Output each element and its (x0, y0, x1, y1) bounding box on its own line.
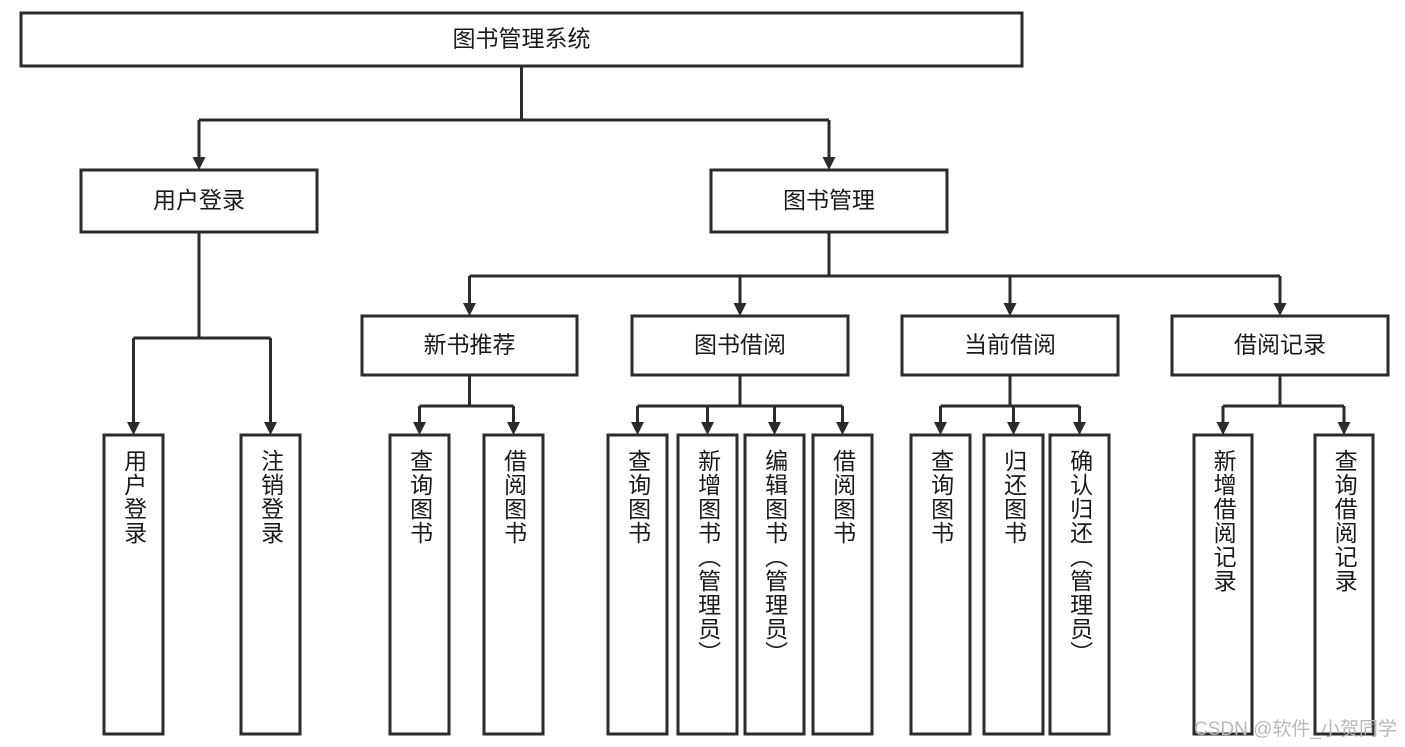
arrow-head-icon (507, 422, 520, 435)
node-leaf-return-book[interactable] (982, 433, 1045, 736)
arrow-head-icon (1216, 422, 1230, 435)
node-n-book-mgmt[interactable] (709, 168, 949, 234)
node-label-n-user-login: 用户登录 (153, 187, 245, 213)
node-label-n-book-mgmt: 图书管理 (783, 187, 875, 213)
node-leaf-query-record[interactable] (1313, 433, 1375, 736)
arrow-head-icon (733, 303, 747, 316)
arrow-head-icon (1003, 303, 1017, 316)
arrow-head-icon (1337, 422, 1351, 435)
node-label-n-borrow-record: 借阅记录 (1234, 332, 1326, 358)
node-n-current-borrow[interactable] (900, 314, 1120, 377)
watermark-text: CSDN @软件_小贺同学 (1194, 719, 1397, 740)
arrow-head-icon (768, 422, 781, 435)
node-root[interactable] (19, 11, 1024, 68)
arrow-head-icon (463, 303, 476, 316)
arrow-head-icon (1073, 422, 1086, 435)
node-leaf-borrow-book-2[interactable] (811, 433, 874, 736)
node-n-new-book-rec[interactable] (360, 314, 579, 377)
node-label-n-new-book-rec: 新书推荐 (424, 332, 516, 358)
node-label-root: 图书管理系统 (453, 26, 591, 52)
node-leaf-query-book-2[interactable] (606, 433, 669, 736)
arrow-head-icon (701, 422, 714, 435)
arrow-head-icon (836, 422, 849, 435)
arrow-head-icon (822, 157, 836, 170)
arrow-head-icon (192, 157, 206, 170)
node-leaf-query-book-1[interactable] (388, 433, 451, 736)
node-label-n-book-borrow: 图书借阅 (694, 332, 786, 358)
node-leaf-borrow-book-1[interactable] (482, 433, 545, 736)
arrow-head-icon (264, 422, 277, 435)
node-leaf-add-record[interactable] (1192, 433, 1254, 736)
arrow-head-icon (631, 422, 644, 435)
arrow-head-icon (127, 422, 140, 435)
node-box-layer (19, 11, 1390, 736)
node-n-book-borrow[interactable] (630, 314, 850, 377)
node-n-user-login[interactable] (79, 168, 319, 234)
arrow-head-icon (1273, 303, 1287, 316)
arrow-head-icon (934, 422, 947, 435)
node-leaf-add-book[interactable] (676, 433, 739, 736)
node-leaf-edit-book[interactable] (743, 433, 806, 736)
node-leaf-user-logout[interactable] (239, 433, 302, 736)
node-leaf-query-book-3[interactable] (909, 433, 972, 736)
arrow-head-icon (413, 422, 426, 435)
node-label-n-current-borrow: 当前借阅 (964, 332, 1056, 358)
node-leaf-confirm-return[interactable] (1048, 433, 1111, 736)
arrow-head-icon (1007, 422, 1020, 435)
node-leaf-user-login[interactable] (102, 433, 165, 736)
node-n-borrow-record[interactable] (1170, 314, 1390, 377)
connector-layer (127, 66, 1351, 435)
